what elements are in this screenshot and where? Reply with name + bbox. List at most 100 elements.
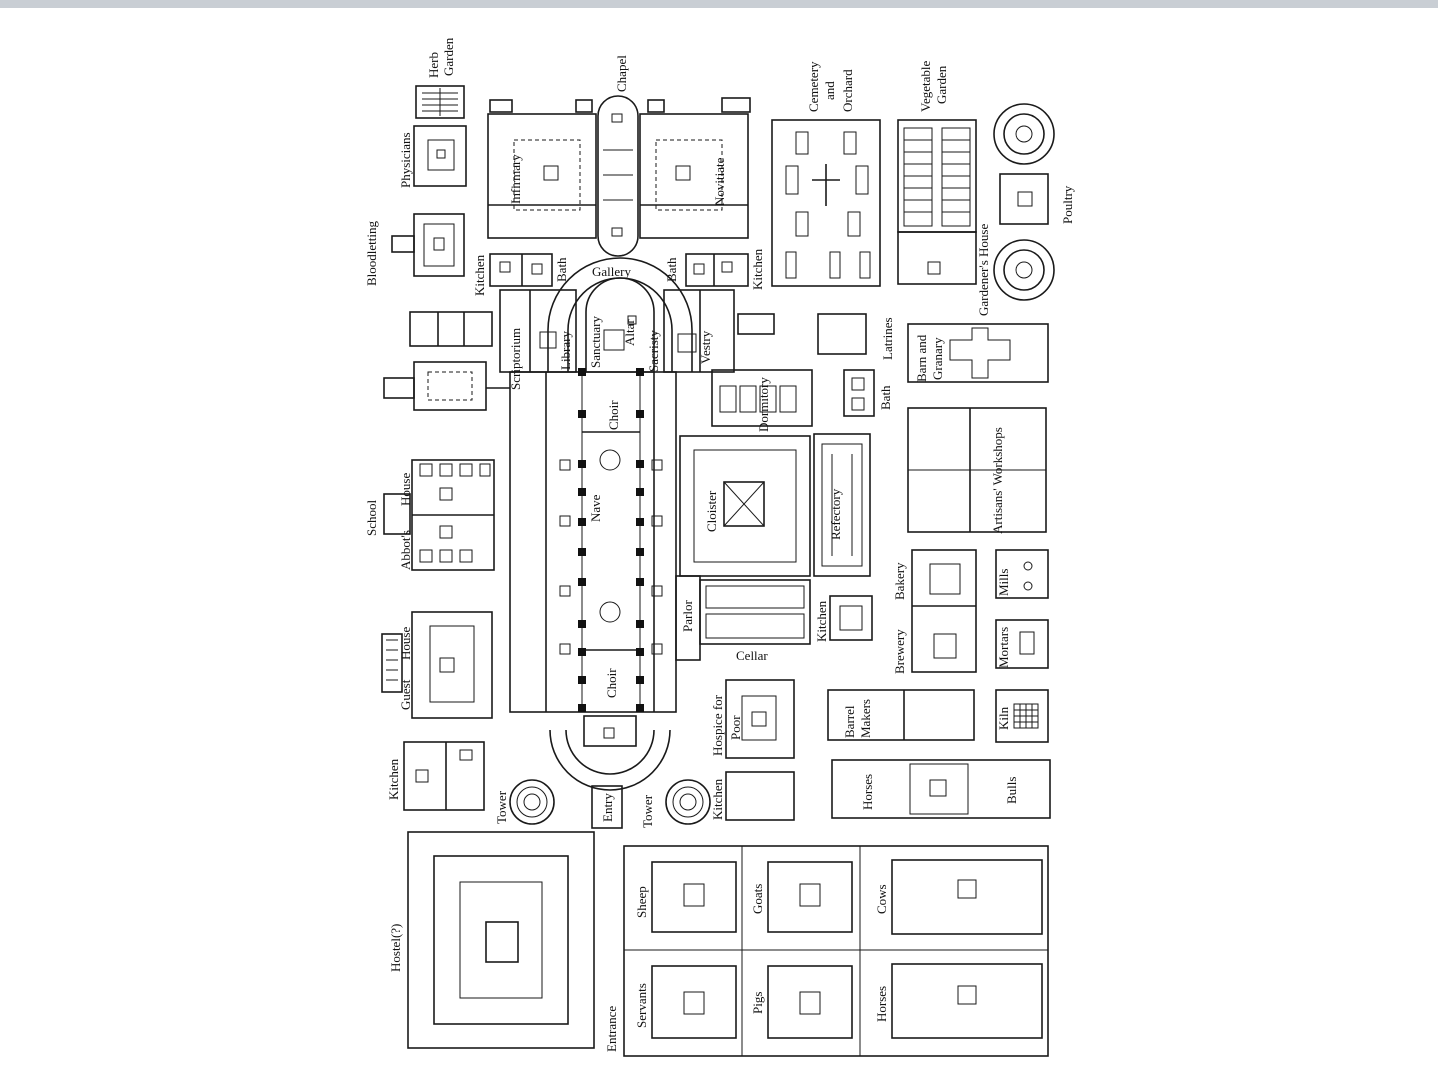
label-mills: Mills (996, 569, 1011, 596)
novitiate-kitchen-bath (685, 253, 749, 287)
hostel (407, 831, 595, 1049)
label-bulls: Bulls (1004, 777, 1019, 804)
poultry-yard (993, 103, 1055, 301)
label-bakery: Bakery (892, 562, 907, 600)
label-physicians: Physicians (398, 132, 413, 188)
label-cloister: Cloister (704, 490, 719, 532)
sheep-pen (651, 861, 737, 933)
label-herb-garden-1: Herb (426, 52, 441, 78)
label-guest-2: House (398, 627, 413, 660)
label-bath-infirmary: Bath (554, 257, 569, 282)
animal-pens-frame (623, 845, 1049, 1057)
label-kiln: Kiln (996, 706, 1011, 730)
label-sheep: Sheep (634, 886, 649, 918)
barn-granary (907, 323, 1049, 383)
label-entrance: Entrance (604, 1006, 619, 1052)
nave-pillars (578, 368, 644, 712)
label-barn-2: Granary (930, 337, 945, 380)
cemetery-orchard (771, 119, 881, 287)
label-tower-right: Tower (640, 794, 655, 828)
kiln (995, 689, 1049, 743)
label-barrel-1: Barrel (842, 705, 857, 738)
label-cemetery-3: Orchard (840, 69, 855, 112)
label-choir-east: Choir (606, 400, 621, 430)
infirmary-complex (487, 99, 597, 239)
label-refectory: Refectory (828, 488, 843, 540)
label-entry: Entry (600, 793, 615, 822)
label-gardeners-house: Gardener's House (976, 224, 991, 316)
label-altar: Altar (622, 319, 637, 346)
label-abbots-1: Abbot's (398, 530, 413, 570)
pigs-pen (767, 965, 853, 1039)
label-servants: Servants (634, 983, 649, 1028)
label-bath-novitiate: Bath (664, 257, 679, 282)
label-brewery: Brewery (892, 629, 907, 674)
cellar (699, 579, 811, 645)
label-gallery: Gallery (592, 264, 631, 279)
label-choir-west: Choir (604, 668, 619, 698)
entry-porch (591, 785, 623, 829)
cloister (679, 435, 811, 577)
label-vegetable-1: Vegetable (918, 61, 933, 112)
guest-house (381, 611, 493, 719)
label-hospice-1: Hospice for (710, 694, 725, 756)
label-pigs: Pigs (750, 992, 765, 1014)
barrel-makers (827, 689, 975, 741)
label-artisans: Artisans' Workshops (990, 427, 1005, 534)
chapel (597, 95, 639, 257)
label-bloodletting: Bloodletting (364, 221, 379, 287)
label-tower-left: Tower (494, 790, 509, 824)
refectory (813, 433, 871, 577)
western-apse (549, 715, 671, 791)
parlor (675, 575, 701, 661)
goats-pen (767, 861, 853, 933)
label-nave: Nave (588, 494, 603, 522)
cows-pen (891, 859, 1043, 935)
horses-bulls-stable (831, 759, 1051, 819)
label-mortars: Mortars (996, 627, 1011, 668)
infirmary-kitchen-bath (489, 253, 553, 287)
label-guest-1: Guest (398, 679, 413, 710)
label-cellar: Cellar (736, 648, 768, 663)
label-latrines: Latrines (880, 317, 895, 360)
physicians-house (413, 125, 467, 187)
sanctuary (585, 277, 655, 373)
label-horses-pen: Horses (874, 986, 889, 1022)
label-goats: Goats (750, 884, 765, 914)
label-horses-stable: Horses (860, 774, 875, 810)
sacristy-vestry (663, 289, 735, 373)
label-chapel: Chapel (614, 55, 629, 92)
servants-pen (651, 965, 737, 1039)
mills (995, 549, 1049, 599)
label-infirmary: Infirmary (508, 154, 523, 204)
side-aisle-altars (559, 459, 663, 655)
bakery-brewery (911, 549, 977, 673)
label-sacristy: Sacristy (646, 330, 661, 372)
refectory-kitchen (829, 595, 873, 641)
label-vegetable-2: Garden (934, 65, 949, 104)
west-outbuildings (383, 311, 510, 411)
label-kitchen-novitiate: Kitchen (750, 248, 765, 290)
hospice-for-poor (725, 679, 795, 759)
label-poultry: Poultry (1060, 185, 1075, 224)
church-body (509, 371, 677, 713)
label-barn-1: Barn and (914, 334, 929, 382)
label-scriptorium: Scriptorium (508, 328, 523, 390)
label-kitchen-guest: Kitchen (386, 758, 401, 800)
label-school: School (364, 500, 379, 537)
label-abbots-2: House (398, 473, 413, 506)
west-towers (509, 779, 711, 825)
label-cemetery-1: Cemetery (806, 61, 821, 112)
horses-pen (891, 963, 1043, 1039)
label-kitchen-refectory: Kitchen (814, 600, 829, 642)
label-barrel-2: Makers (858, 699, 873, 738)
guest-kitchen (403, 741, 485, 811)
label-cemetery-2: and (822, 81, 837, 100)
dormitory (711, 369, 813, 427)
bloodletting-house (391, 213, 465, 277)
latrines-bath (737, 313, 875, 417)
window-top-bar (0, 0, 1438, 8)
label-kitchen-hospice: Kitchen (710, 778, 725, 820)
label-kitchen-infirmary: Kitchen (472, 254, 487, 296)
